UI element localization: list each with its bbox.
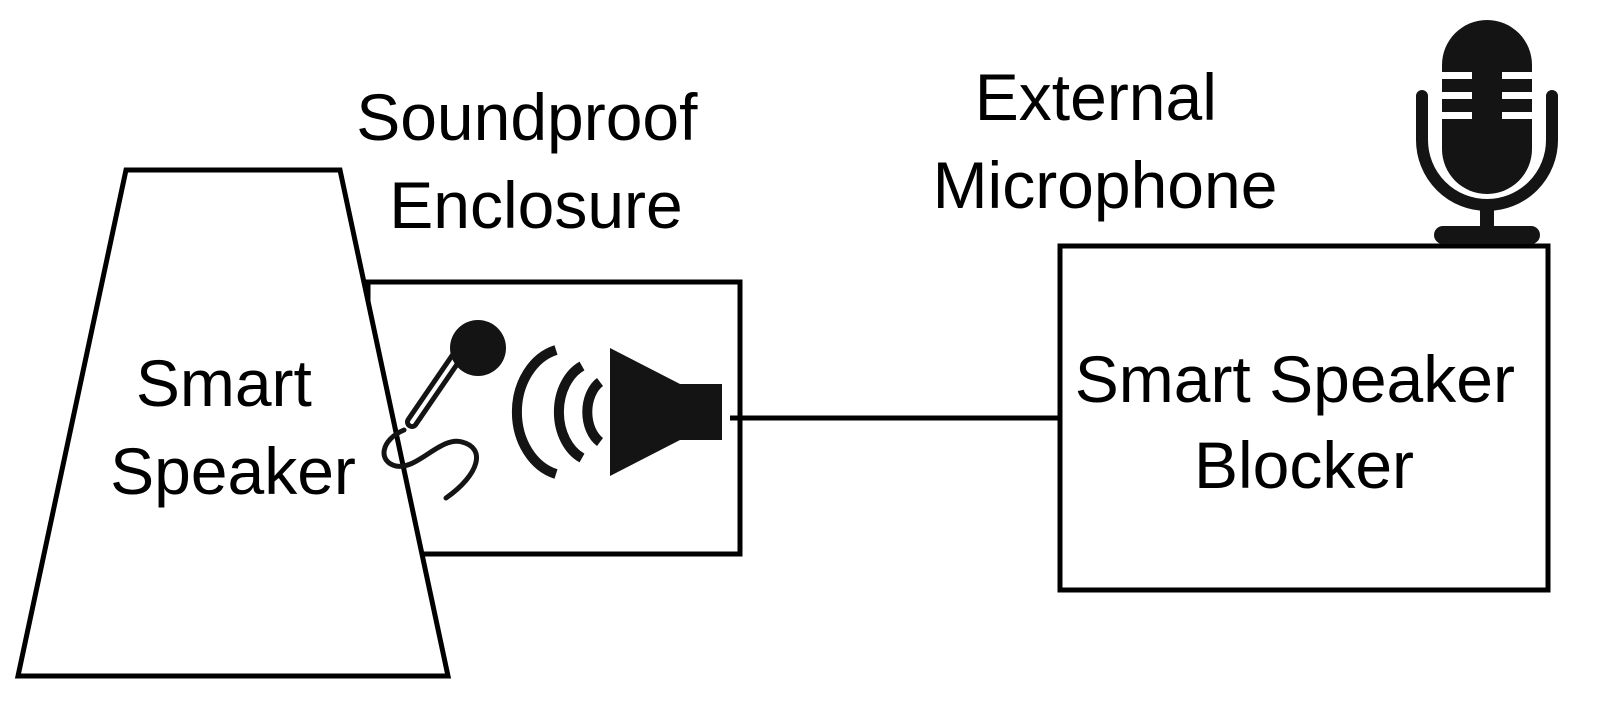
smart-speaker-label: Smart Speaker (110, 346, 356, 508)
loudspeaker-icon (511, 345, 722, 479)
external-microphone-label: External Microphone (933, 60, 1278, 222)
studio-microphone-icon (1416, 20, 1558, 244)
soundproof-enclosure-label: Soundproof Enclosure (356, 80, 716, 242)
smart-speaker-blocker-label: Smart Speaker Blocker (1075, 342, 1534, 502)
soundproof-enclosure-line-2: Enclosure (389, 168, 683, 242)
smart-speaker-blocker-line-1: Smart Speaker (1075, 342, 1515, 416)
external-microphone-line-1: External (975, 60, 1217, 134)
smart-speaker-blocker-box (1057, 243, 1551, 593)
external-microphone-line-2: Microphone (933, 148, 1278, 222)
microphone-icon (381, 320, 506, 501)
smart-speaker-line-2: Speaker (110, 434, 356, 508)
smart-speaker-line-1: Smart (136, 346, 312, 420)
soundproof-enclosure-line-1: Soundproof (356, 80, 698, 154)
smart-speaker-shape (14, 167, 452, 679)
smart-speaker-blocker-line-2: Blocker (1194, 428, 1414, 502)
